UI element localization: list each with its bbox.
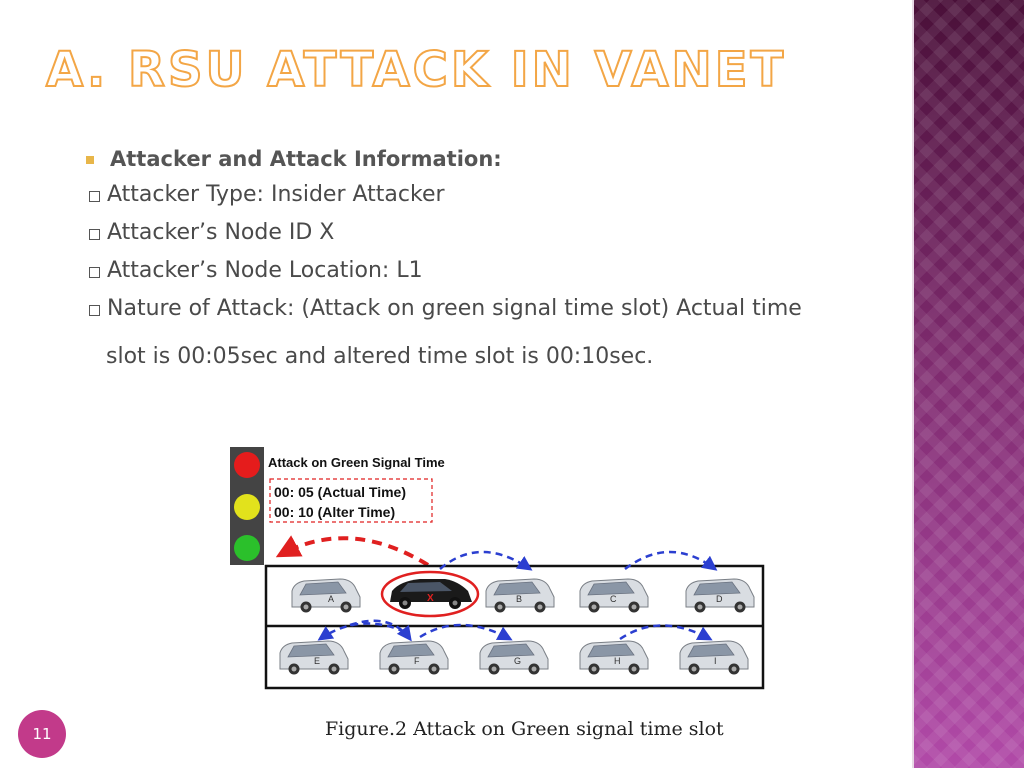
bullet-list: Attacker and Attack Information: Attacke… <box>86 142 886 386</box>
vehicle-h-icon: H <box>579 640 649 675</box>
hollow-square-bullet-icon <box>89 191 100 202</box>
bullet-item-text: Nature of Attack: (Attack on green signa… <box>107 296 802 321</box>
vehicle-label: B <box>516 594 522 604</box>
bullet-item: Nature of Attack: (Attack on green signa… <box>86 290 886 328</box>
bullet-item-text: Attacker Type: Insider Attacker <box>107 182 445 207</box>
decorative-sidebar <box>912 0 1024 768</box>
vehicle-f-icon: F <box>379 640 449 675</box>
bullet-item: Attacker’s Node ID X <box>86 214 886 252</box>
bullet-continuation: slot is 00:05sec and altered time slot i… <box>106 344 654 369</box>
vehicle-d-icon: D <box>685 578 755 613</box>
vehicle-b-icon: B <box>485 578 555 613</box>
slide-title: A. RSU ATTACK IN VANET <box>45 41 787 99</box>
vehicle-label: E <box>314 656 320 666</box>
green-light-icon <box>234 535 260 561</box>
attacker-label: X <box>427 593 434 604</box>
hollow-square-bullet-icon <box>89 267 100 278</box>
vehicle-label: F <box>414 656 420 666</box>
traffic-light-icon <box>230 447 264 565</box>
vehicle-e-icon: E <box>279 640 349 675</box>
vehicle-g-icon: G <box>479 640 549 675</box>
actual-time-label: 00: 05 (Actual Time) <box>274 484 406 500</box>
comm-arrow <box>624 550 718 571</box>
vehicle-label: I <box>714 656 717 666</box>
red-light-icon <box>234 452 260 478</box>
attack-figure: Attack on Green Signal Time 00: 05 (Actu… <box>230 447 765 690</box>
figure-header: Attack on Green Signal Time <box>268 455 445 470</box>
vehicle-label: D <box>716 594 723 604</box>
alter-time-label: 00: 10 (Alter Time) <box>274 504 395 520</box>
vehicle-label: H <box>614 656 621 666</box>
bullet-heading: Attacker and Attack Information: <box>86 142 886 176</box>
vehicle-label: G <box>514 656 521 666</box>
yellow-light-icon <box>234 494 260 520</box>
vehicle-c-icon: C <box>579 578 649 613</box>
vehicle-label: C <box>610 594 617 604</box>
time-info-box <box>269 478 433 523</box>
bullet-item: Attacker Type: Insider Attacker <box>86 176 886 214</box>
hollow-square-bullet-icon <box>89 305 100 316</box>
bullet-item: Attacker’s Node Location: L1 <box>86 252 886 290</box>
vehicle-i-icon: I <box>679 640 749 675</box>
square-bullet-icon <box>86 156 94 164</box>
hollow-square-bullet-icon <box>89 229 100 240</box>
bullet-item-text: Attacker’s Node Location: L1 <box>107 258 423 283</box>
page-number-badge: 11 <box>18 710 66 758</box>
figure-caption: Figure.2 Attack on Green signal time slo… <box>325 718 724 740</box>
vehicle-a-icon: A <box>291 578 361 613</box>
vehicle-label: A <box>328 594 334 604</box>
bullet-item-text: Attacker’s Node ID X <box>107 220 335 245</box>
comm-arrow <box>439 550 533 571</box>
comm-arrow <box>619 624 713 641</box>
bullet-heading-text: Attacker and Attack Information: <box>110 147 502 171</box>
attacker-vehicle-icon: X <box>380 570 480 618</box>
attack-arrow <box>275 535 430 567</box>
comm-arrow <box>349 619 412 642</box>
